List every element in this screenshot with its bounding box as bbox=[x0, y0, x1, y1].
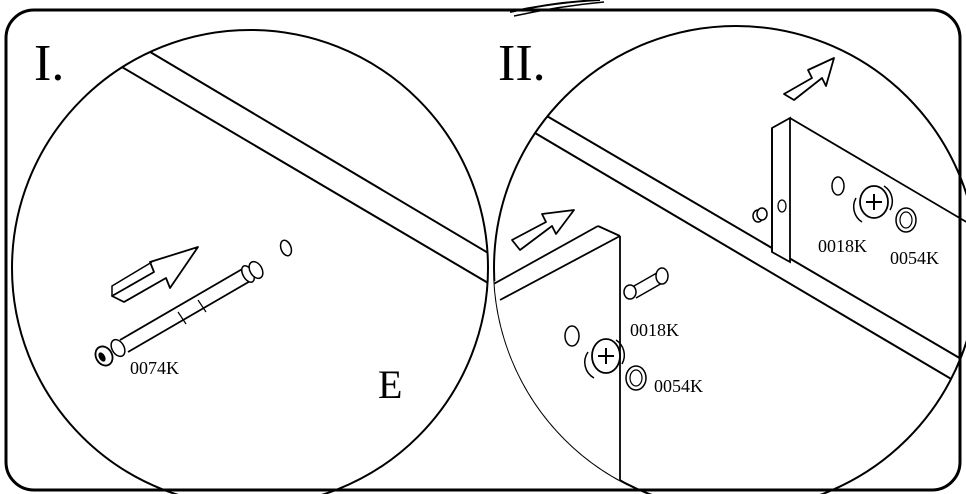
part-label-0054k-upper: 0054K bbox=[890, 248, 939, 268]
step-numeral-two: II. bbox=[498, 35, 546, 92]
part-label-0074k: 0074K bbox=[130, 358, 179, 378]
dowel-0018k-edge bbox=[752, 199, 787, 223]
outer-frame bbox=[4, 8, 962, 492]
detail-circle-one bbox=[11, 29, 489, 494]
panel-edge-line bbox=[129, 39, 488, 261]
cam-bolt-0074k bbox=[94, 260, 264, 367]
direction-arrow-icon bbox=[511, 209, 575, 251]
panel-two: II. 0018K 0054K 0018K 0054K bbox=[493, 25, 966, 494]
direction-arrow-icon bbox=[783, 57, 835, 101]
vertical-board bbox=[771, 116, 791, 264]
dowel-hole bbox=[279, 239, 293, 257]
part-label-0054k-lower: 0054K bbox=[654, 376, 703, 396]
detail-circle-two bbox=[493, 25, 966, 494]
cam-lock-lower bbox=[564, 325, 647, 391]
direction-arrow-icon bbox=[111, 246, 199, 303]
panel-edge-line bbox=[109, 59, 488, 291]
panel-one: I. 0074K E bbox=[11, 29, 489, 494]
part-label-0018k-upper: 0018K bbox=[818, 236, 867, 256]
cam-lock-upper bbox=[831, 176, 917, 233]
section-letter: E bbox=[378, 362, 402, 407]
part-label-0018k-lower: 0018K bbox=[630, 320, 679, 340]
dowel-0018k-middle bbox=[623, 267, 669, 300]
step-numeral-one: I. bbox=[34, 35, 64, 92]
